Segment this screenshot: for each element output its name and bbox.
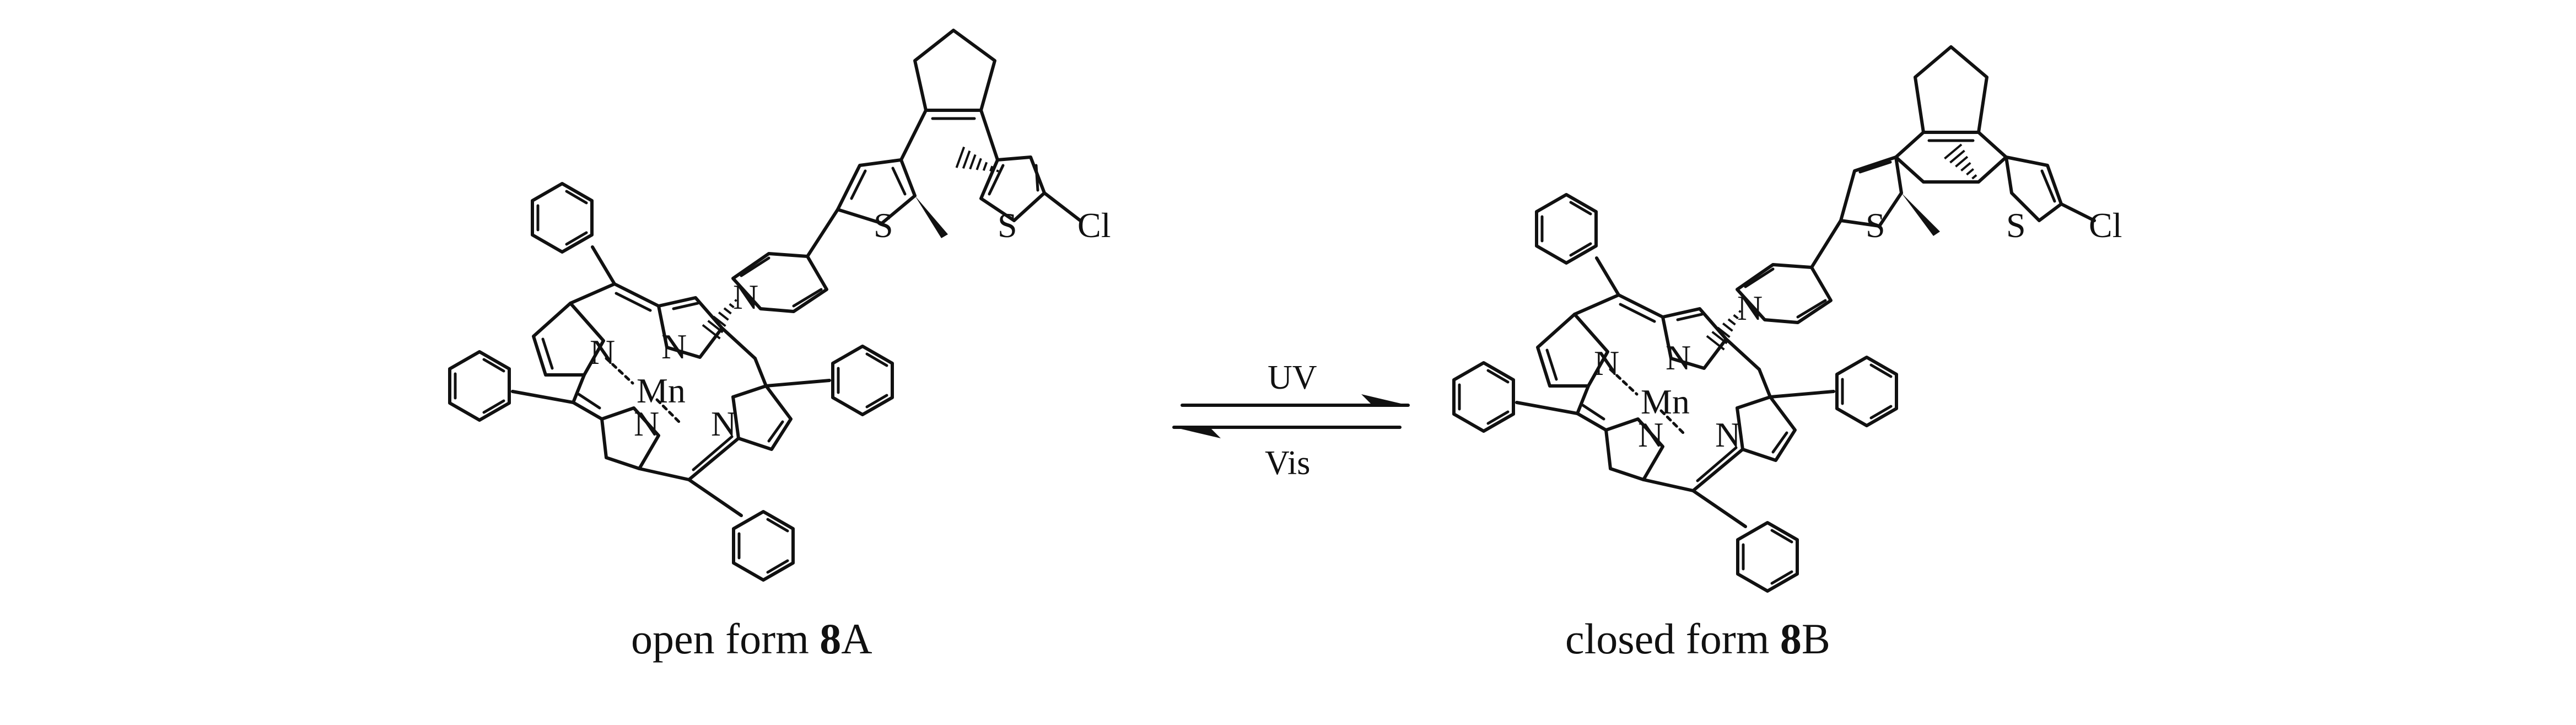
atom-n: N	[1666, 338, 1691, 377]
atom-cl: Cl	[1077, 206, 1111, 245]
caption-open-suffix: A	[841, 615, 872, 663]
atom-n: N	[1715, 415, 1740, 454]
caption-closed-prefix: closed form	[1565, 615, 1780, 663]
caption-open-form: open form 8A	[631, 615, 872, 663]
atom-n: N	[634, 404, 659, 443]
reverse-arrow-label: Vis	[1265, 444, 1310, 482]
atom-s: S	[1866, 206, 1885, 245]
atom-cl: Cl	[2089, 206, 2122, 245]
forward-arrow-label: UV	[1268, 359, 1317, 396]
caption-closed-form: closed form 8B	[1565, 615, 1830, 663]
atom-n: N	[661, 327, 687, 366]
atom-n: N	[1594, 343, 1619, 383]
caption-open-prefix: open form	[631, 615, 820, 663]
caption-open-number: 8	[820, 615, 841, 663]
equilibrium-arrows: UV Vis	[1172, 359, 1410, 482]
atom-s: S	[2006, 206, 2026, 245]
atom-s: S	[998, 206, 1017, 245]
atom-mn: Mn	[1641, 382, 1690, 421]
atom-n: N	[733, 277, 758, 316]
caption-closed-suffix: B	[1802, 615, 1830, 663]
atom-n: N	[590, 332, 615, 372]
atom-n: N	[1737, 288, 1763, 327]
atom-s: S	[874, 206, 893, 245]
atom-n: N	[1638, 415, 1663, 454]
atom-mn: Mn	[637, 371, 686, 410]
molecule-open-form: N N Mn N N N S S Cl	[450, 29, 1111, 580]
molecule-closed-form: N N Mn N N N S S Cl	[1454, 45, 2122, 591]
caption-closed-number: 8	[1780, 615, 1802, 663]
atom-n: N	[711, 404, 736, 443]
